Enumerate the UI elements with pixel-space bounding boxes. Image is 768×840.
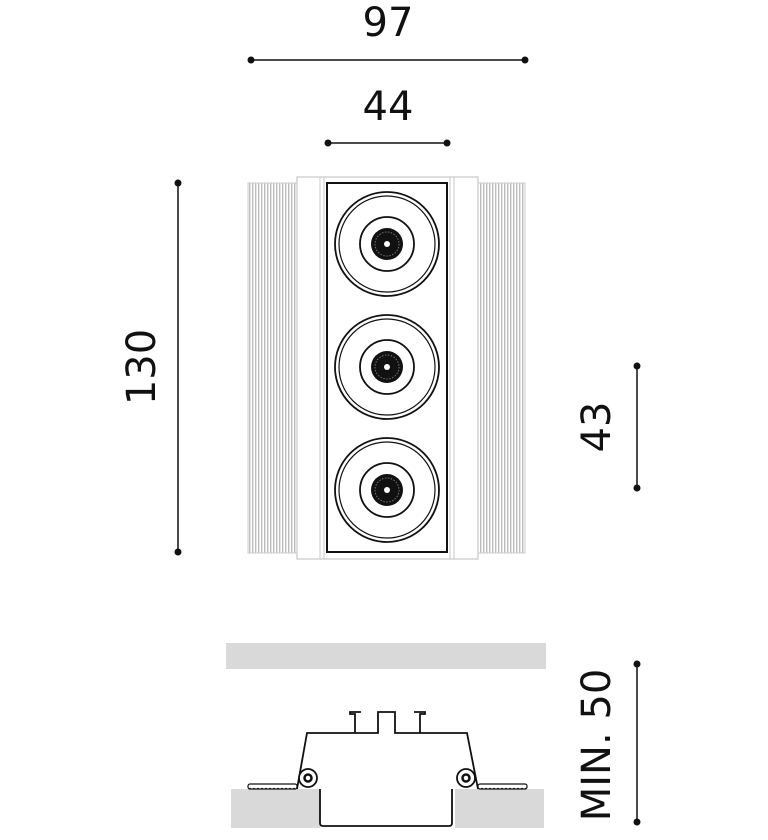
ceiling-right [455,789,544,828]
housing-body [296,711,479,790]
heatsink-fins-right [474,182,526,554]
dimension-label-44: 44 [363,84,414,130]
dimension-overall-length: 130 [119,179,182,556]
roller-right [456,768,476,788]
dimension-overall-width: 97 [247,0,529,64]
dimension-label-130: 130 [119,329,165,405]
section-view [226,643,546,828]
dimension-label-97: 97 [363,0,414,46]
dimension-module-width: 44 [324,84,451,147]
recess-body [319,789,453,827]
mounting-clips [349,711,426,733]
spring-right [477,783,528,790]
ceiling-left [231,789,320,828]
dimension-min-depth: MIN. 50 [574,660,641,826]
dimension-label-43: 43 [574,402,620,453]
roller-left [298,768,318,788]
dimension-label-min-50: MIN. 50 [574,669,620,822]
spot-1 [334,191,440,297]
spring-left [247,783,298,790]
dimension-module-pitch: 43 [574,362,641,492]
ceiling-slab [226,643,546,669]
heatsink-fins-left [247,182,298,554]
top-view [247,176,526,560]
spot-2 [334,314,440,420]
spot-3 [334,437,440,543]
